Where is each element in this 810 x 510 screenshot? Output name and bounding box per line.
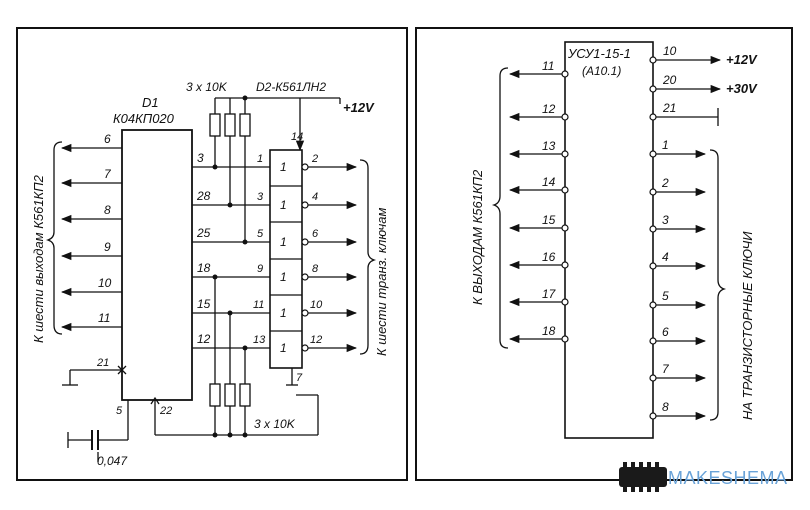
d2-pin14: 14 xyxy=(291,131,303,143)
usu-pin-10: 10 xyxy=(663,44,677,58)
d1-right-pin-label: 18 xyxy=(197,261,211,275)
resistor-bottom-2 xyxy=(224,383,236,407)
left-bracket xyxy=(45,141,63,335)
d1-left-pin-label: 11 xyxy=(98,311,110,325)
resistor-bottom-1 xyxy=(209,383,221,407)
d1-right-pins: 3 28 25 18 15 12 xyxy=(192,151,282,349)
usu-left-pin-label: 16 xyxy=(542,250,556,264)
d2-out-pin: 8 xyxy=(312,263,319,275)
right-bracket-left xyxy=(359,159,377,355)
usu-left-bracket-label: К ВЫХОДАМ К561КП2 xyxy=(470,169,485,305)
usu-left-pin-label: 18 xyxy=(542,324,556,338)
right-bracket-label-left: К шести транз. ключам xyxy=(374,207,389,356)
d2-in-pin: 1 xyxy=(257,153,263,165)
resistor-top-1 xyxy=(209,113,221,137)
d2-out-pin: 10 xyxy=(310,299,323,311)
d1-right-pin-label: 3 xyxy=(197,151,204,165)
d2-out-pin: 2 xyxy=(311,153,318,165)
usu-chip-type: УСУ1-15-1 xyxy=(567,46,631,61)
supply-12v: +12V xyxy=(726,52,758,67)
usu-chip-body xyxy=(564,41,654,439)
usu-left-pin-label: 13 xyxy=(542,139,556,153)
d2-in-pin: 5 xyxy=(257,228,264,240)
d2-pin7: 7 xyxy=(296,372,303,384)
inverter-symbol: 1 xyxy=(280,270,287,284)
supply-label: +12V xyxy=(343,100,375,115)
usu-right-pin-label: 5 xyxy=(662,289,669,303)
d1-pin5: 5 xyxy=(116,405,123,417)
usu-left-pin-label: 15 xyxy=(542,213,556,227)
d2-out-pin: 12 xyxy=(310,334,322,346)
d1-right-pin-label: 12 xyxy=(197,332,211,346)
d2-out-pin: 6 xyxy=(312,228,319,240)
usu-chip-ref: (А10.1) xyxy=(582,64,621,78)
d1-ref-label: D1 xyxy=(142,95,159,110)
left-panel-frame xyxy=(16,27,408,481)
d2-in-pin: 3 xyxy=(257,191,264,203)
inverter-symbol: 1 xyxy=(280,235,287,249)
d1-left-pin-label: 10 xyxy=(98,276,112,290)
usu-left-pin-label: 11 xyxy=(542,59,554,73)
d2-in-pin: 9 xyxy=(257,263,263,275)
inverter-symbol: 1 xyxy=(280,341,287,355)
resistor-top-3 xyxy=(239,113,251,137)
inverter-symbol: 1 xyxy=(280,198,287,212)
chip-logo-icon xyxy=(619,462,667,492)
d1-right-pin-label: 25 xyxy=(196,226,211,240)
d2-in-pin: 11 xyxy=(253,299,264,311)
usu-left-pin-label: 12 xyxy=(542,102,556,116)
watermark: MAKESHEMA xyxy=(619,462,788,492)
d1-pin21: 21 xyxy=(96,357,109,369)
supply-30v: +30V xyxy=(726,81,758,96)
usu-left-bracket xyxy=(491,67,509,349)
d2-in-pin: 13 xyxy=(253,334,266,346)
inverter-symbol: 1 xyxy=(280,160,287,174)
d1-left-pin-label: 7 xyxy=(104,167,112,181)
d1-right-pin-label: 28 xyxy=(196,189,211,203)
usu-right-pin-label: 6 xyxy=(662,325,669,339)
usu-right-pin-label: 4 xyxy=(662,250,669,264)
d2-title: D2-К561ЛН2 xyxy=(256,80,326,94)
resistor-top-2 xyxy=(224,113,236,137)
usu-right-pin-label: 2 xyxy=(661,176,669,190)
usu-right-pins: 1 2 3 4 5 6 7 8 xyxy=(649,138,707,421)
usu-pin-21: 21 xyxy=(662,101,676,115)
d1-left-pins: 6 7 8 9 10 11 xyxy=(60,132,122,332)
resistor-bottom-3 xyxy=(239,383,251,407)
usu-left-pin-label: 14 xyxy=(542,175,556,189)
d2-inverter-symbols: 1 1 1 1 1 1 xyxy=(280,160,287,355)
usu-right-pin-label: 8 xyxy=(662,400,669,414)
usu-left-pin-label: 17 xyxy=(542,287,557,301)
watermark-text: MAKESHEMA xyxy=(668,468,788,488)
inverter-symbol: 1 xyxy=(280,306,287,320)
resistors-bottom-label: 3 x 10K xyxy=(254,417,296,431)
d1-left-pin-label: 8 xyxy=(104,203,111,217)
right-panel-frame xyxy=(415,27,793,481)
d1-type-label: К04КП020 xyxy=(113,111,175,126)
usu-right-bracket xyxy=(709,149,727,421)
usu-supply-pins: 10 +12V 20 +30V 21 xyxy=(649,44,758,126)
resistors-top-label: 3 x 10K xyxy=(186,80,228,94)
d1-left-pin-label: 6 xyxy=(104,132,111,146)
d1-chip-body xyxy=(121,129,193,401)
d2-outputs: 2 4 6 8 10 12 xyxy=(301,153,358,353)
d2-input-pins: 1 3 5 9 11 13 xyxy=(253,153,266,346)
right-schematic: УСУ1-15-1 (А10.1) 11 12 13 14 15 16 xyxy=(415,27,793,481)
left-schematic: D1 К04КП020 6 7 8 9 10 11 К шести выхода… xyxy=(16,27,408,481)
usu-left-pins: 11 12 13 14 15 16 17 18 xyxy=(508,59,569,344)
d1-pin22: 22 xyxy=(159,405,172,417)
d1-left-pin-label: 9 xyxy=(104,240,111,254)
d2-inverter-separators xyxy=(270,185,302,332)
usu-right-pin-label: 1 xyxy=(662,138,669,152)
usu-pin-20: 20 xyxy=(662,73,677,87)
usu-right-bracket-label: НА ТРАНЗИСТОРНЫЕ КЛЮЧИ xyxy=(740,231,755,420)
left-bracket-label: К шести выходам К561КП2 xyxy=(31,174,46,343)
usu-right-pin-label: 7 xyxy=(662,362,670,376)
usu-right-pin-label: 3 xyxy=(662,213,669,227)
capacitor-value: 0,047 xyxy=(97,454,128,468)
d1-right-pin-label: 15 xyxy=(197,297,211,311)
d2-out-pin: 4 xyxy=(312,191,318,203)
